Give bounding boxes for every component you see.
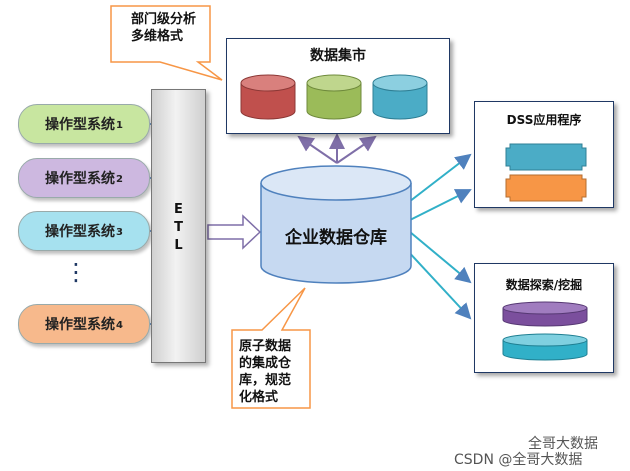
dss-box: DSS应用程序	[474, 101, 614, 208]
callout-bottom-line4: 化格式	[239, 390, 279, 405]
source-system-2-number: 2	[116, 173, 123, 185]
callout-top-line2: 多维格式	[131, 29, 184, 44]
ellipsis-more-sources: ⋮	[64, 258, 88, 286]
arrow-warehouse-to-mart-right	[336, 135, 377, 164]
data-mart-box: 数据集市	[226, 38, 450, 134]
dss-app-shape-orange	[505, 174, 587, 202]
source-system-3-number: 3	[116, 226, 123, 238]
arrow-warehouse-to-mart-left	[297, 135, 338, 164]
etl-letter-l: L	[174, 238, 183, 253]
source-system-1-number: 1	[116, 119, 123, 131]
arrow-warehouse-to-dss-1	[404, 153, 472, 206]
data-mart-cylinders	[240, 74, 428, 120]
mining-title: 数据探索/挖掘	[505, 278, 583, 292]
callout-top: 部门级分析 多维格式	[131, 11, 196, 45]
source-system-2-label: 操作型系统	[45, 171, 116, 187]
mart-cylinder-green	[306, 74, 362, 120]
etl-block: E T L	[151, 89, 206, 363]
watermark-csdn: CSDN @全哥大数据	[454, 452, 583, 468]
arrow-etl-to-warehouse	[207, 214, 262, 250]
callout-bottom-line3: 库，规范	[239, 373, 292, 388]
mining-shapes	[502, 301, 588, 361]
callout-bottom-line1: 原子数据	[239, 339, 292, 354]
dss-app-shape-blue	[505, 143, 587, 171]
source-system-4-label: 操作型系统	[45, 317, 116, 333]
warehouse-cylinder	[260, 165, 412, 284]
callout-top-line1: 部门级分析	[131, 12, 197, 27]
callout-bottom: 原子数据 的集成仓 库，规范 化格式	[239, 338, 291, 406]
data-mart-title: 数据集市	[310, 48, 366, 64]
source-system-4-number: 4	[116, 319, 123, 331]
warehouse-label: 企业数据仓库	[285, 228, 387, 248]
mining-disk-purple	[502, 301, 588, 327]
callout-bottom-shape	[231, 287, 311, 409]
dss-shapes	[505, 143, 587, 202]
arrow-warehouse-to-mining-2	[404, 247, 472, 320]
mining-box: 数据探索/挖掘	[474, 263, 614, 373]
callout-bottom-line2: 的集成仓	[239, 356, 292, 371]
mart-cylinder-red	[240, 74, 296, 120]
arrow-warehouse-to-dss-2	[409, 189, 472, 221]
dss-title: DSS应用程序	[506, 113, 582, 127]
mart-cylinder-blue	[372, 74, 428, 120]
source-system-3-label: 操作型系统	[45, 224, 116, 240]
etl-letter-e: E	[174, 202, 183, 217]
watermark-brand: 全哥大数据	[528, 436, 598, 452]
mining-disk-teal	[502, 333, 588, 361]
source-system-1-label: 操作型系统	[45, 117, 116, 133]
arrow-warehouse-to-mining-1	[409, 231, 472, 284]
etl-letter-t: T	[174, 220, 183, 235]
callout-top-shape	[110, 5, 223, 81]
